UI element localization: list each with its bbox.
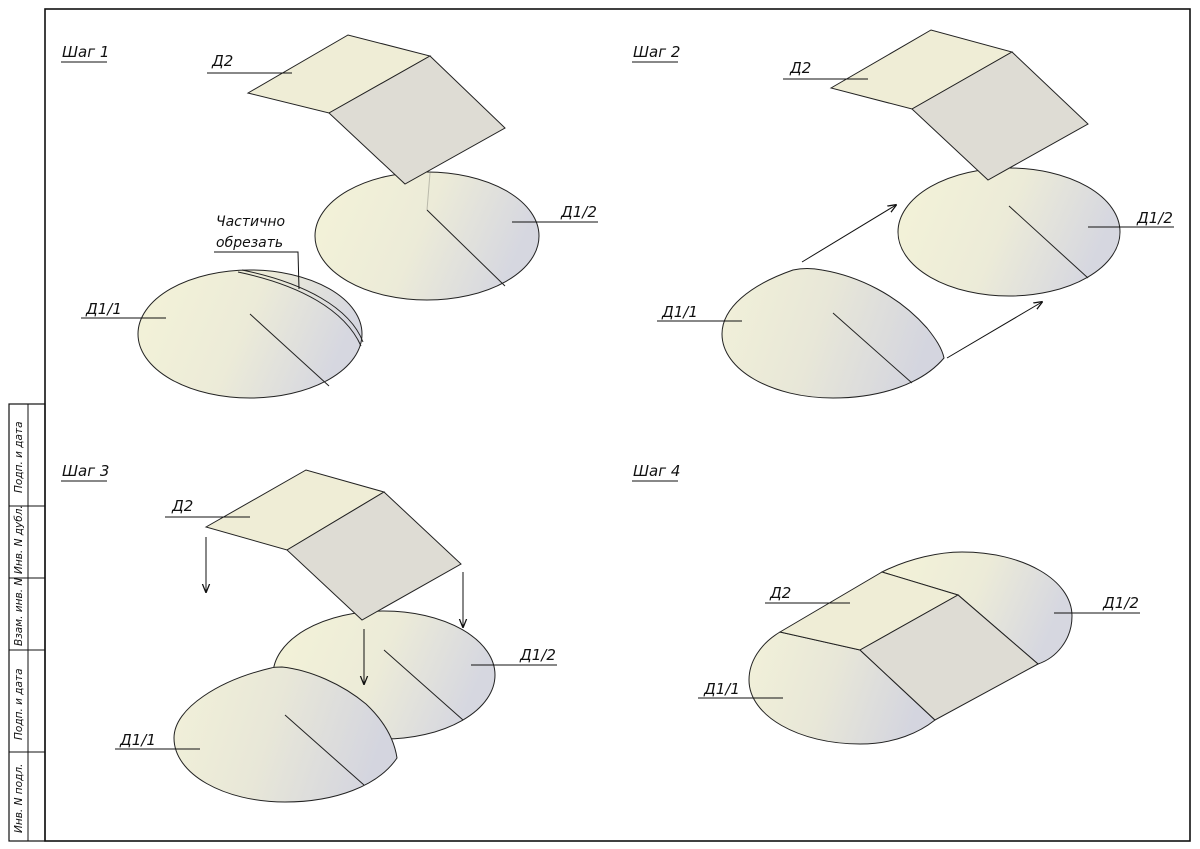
step-1-disc-d1-1: [137, 269, 364, 399]
step-1-disc-d1-2: [314, 171, 540, 301]
stamp-replace-inv: Взам. инв. N: [13, 578, 25, 646]
step-4-label-d1-1: Д1/1: [703, 680, 740, 698]
step-4-label-d1-2: Д1/2: [1102, 594, 1139, 612]
step-1-plate-d2: [246, 34, 506, 185]
step-4-plate-d2: [778, 571, 1039, 721]
step-2-disc-d1-2: [897, 167, 1121, 297]
step-3-label-d1-2: Д1/2: [519, 646, 556, 664]
step-1-note-line-2: обрезать: [216, 235, 283, 251]
stamp-sign-date-1: Подп. и дата: [13, 421, 25, 493]
step-3-label-d2: Д2: [171, 497, 193, 515]
step-3-panel: Шаг 3 Д2 Д1/2 Д1/1: [61, 462, 557, 803]
step-2-label-d2: Д2: [789, 59, 811, 77]
step-2-plate-d2: [829, 29, 1089, 181]
step-2-panel: Шаг 2 Д2 Д1/2 Д1/1: [632, 29, 1174, 399]
step-3-label-d1-1: Д1/1: [119, 731, 156, 749]
step-1-panel: Шаг 1 Д2 Д1/2 Д1/1 Частично обрезать: [61, 34, 598, 399]
step-1-label-d1-2: Д1/2: [560, 203, 597, 221]
stamp-dup-inv: Инв. N дубл.: [13, 505, 25, 574]
step-2-label-d1-1: Д1/1: [661, 303, 698, 321]
step-1-label-d1-1: Д1/1: [85, 300, 122, 318]
step-1-label-d2: Д2: [211, 52, 233, 70]
step-1-note-line-1: Частично: [216, 214, 285, 230]
step-4-title: Шаг 4: [633, 462, 680, 480]
stamp-sign-date-2: Подп. и дата: [13, 668, 25, 740]
step-2-arrow-lower: [946, 302, 1042, 359]
step-3-plate-d2: [204, 469, 462, 621]
step-4-panel: Шаг 4 Д2 Д1/2 Д1/1: [632, 462, 1140, 745]
step-3-disc-d1-1: [173, 666, 398, 803]
step-2-disc-d1-1-trimmed: [721, 268, 945, 399]
stamp-orig-inv: Инв. N подл.: [13, 764, 25, 833]
step-2-title: Шаг 2: [633, 43, 680, 61]
step-2-label-d1-2: Д1/2: [1136, 209, 1173, 227]
step-4-label-d2: Д2: [769, 584, 791, 602]
drawing-frame: Подп. и дата Инв. N дубл. Взам. инв. N П…: [8, 8, 1191, 842]
step-3-title: Шаг 3: [62, 462, 109, 480]
step-2-arrow-upper: [801, 205, 896, 263]
step-1-title: Шаг 1: [62, 43, 109, 61]
